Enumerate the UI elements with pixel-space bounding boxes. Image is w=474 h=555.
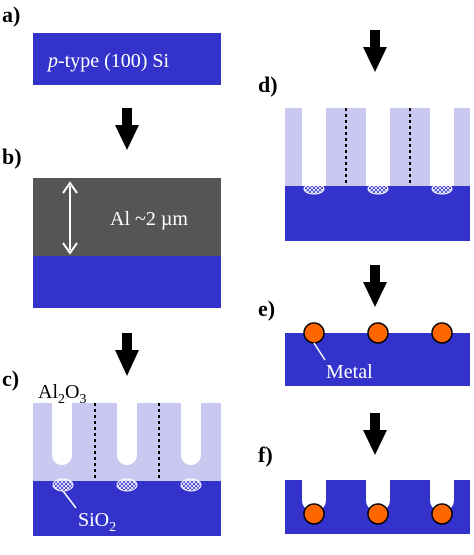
sio2-label: SiO2 xyxy=(78,509,116,535)
arrow-down-icon xyxy=(363,413,387,455)
metal-pointer-line xyxy=(313,342,326,361)
metal-particles-f xyxy=(303,503,453,525)
arrow-down-icon xyxy=(115,333,139,376)
sio2-spots-c xyxy=(52,478,202,492)
panel-c-label: c) xyxy=(2,366,19,391)
arrow-down-icon xyxy=(363,30,387,72)
sio2-pointer-line xyxy=(62,490,77,509)
si-substrate-text: p-type (100) Si xyxy=(46,50,170,72)
si-substrate-b xyxy=(33,256,221,308)
si-substrate-a xyxy=(33,33,221,85)
metal-label: Metal xyxy=(326,361,373,383)
panel-f-label: f) xyxy=(258,442,273,467)
si-substrate-d xyxy=(285,186,470,241)
al2o3-label: Al2O3 xyxy=(38,381,86,407)
pores-c xyxy=(52,403,201,465)
etched-si-substrate-f xyxy=(285,480,470,534)
arrow-down-icon xyxy=(115,108,139,150)
arrow-down-icon xyxy=(363,265,387,307)
pores-d xyxy=(302,108,454,186)
panel-a-label: a) xyxy=(2,2,20,27)
metal-particles-e xyxy=(303,322,453,344)
panel-d-label: d) xyxy=(258,72,278,97)
panel-b-label: b) xyxy=(2,144,22,169)
thickness-arrow-icon xyxy=(62,181,78,255)
aluminum-thickness-text: Al ~2 µm xyxy=(110,208,188,230)
panel-e-label: e) xyxy=(258,296,275,321)
sio2-spots-d xyxy=(303,183,453,195)
